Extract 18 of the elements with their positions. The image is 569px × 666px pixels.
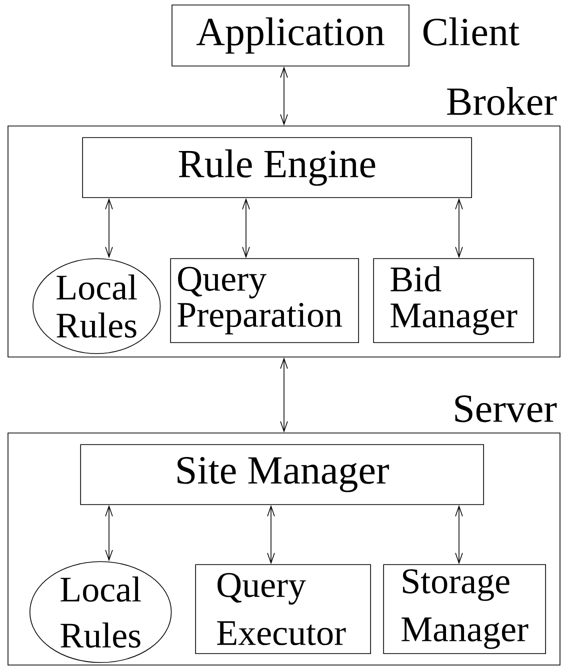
process-box: Storage Manager bbox=[383, 564, 546, 654]
process-box: Query Preparation bbox=[170, 258, 359, 343]
arrow bbox=[105, 505, 113, 562]
arrow bbox=[105, 198, 113, 258]
arrow bbox=[280, 357, 288, 433]
side-label: Client bbox=[423, 17, 520, 46]
node-label: Server bbox=[455, 395, 557, 422]
process-box: Application bbox=[172, 4, 410, 66]
process-box: Bid Manager bbox=[373, 258, 534, 343]
node-label: Broker bbox=[447, 87, 557, 116]
process-box: Site Manager bbox=[80, 444, 484, 505]
arrow bbox=[455, 505, 463, 564]
arrow bbox=[280, 66, 288, 126]
arrow bbox=[242, 198, 250, 258]
process-box: Query Executor bbox=[195, 564, 371, 654]
arrow bbox=[267, 505, 275, 564]
process-box: Rule Engine bbox=[82, 137, 472, 198]
arrow bbox=[455, 198, 463, 258]
